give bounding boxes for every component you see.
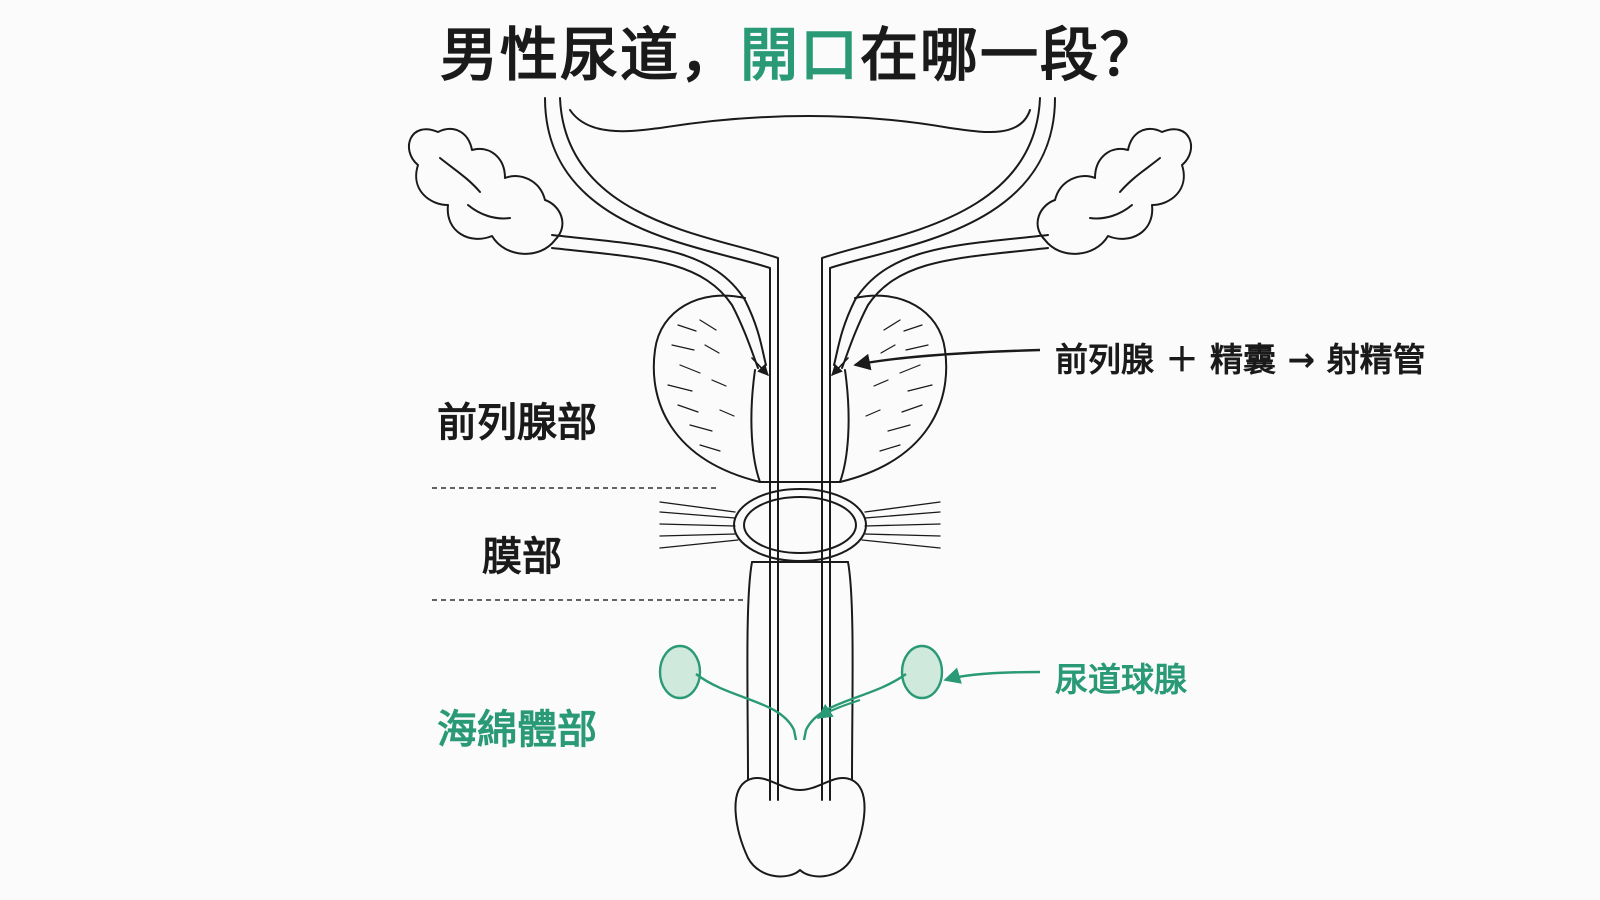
bulbourethral-gland-right bbox=[902, 646, 942, 698]
arrow-bulbourethral bbox=[945, 672, 1040, 680]
seminal-vesicle-right bbox=[1038, 129, 1191, 254]
label-ejaculatory-duct: 前列腺 ＋ 精囊 → 射精管 bbox=[1055, 333, 1426, 381]
label-prostatic-urethra: 前列腺部 bbox=[437, 390, 597, 448]
penile-shaft bbox=[735, 562, 864, 876]
label-spongy-urethra: 海綿體部 bbox=[437, 697, 597, 755]
vas-deferens bbox=[552, 235, 1048, 368]
bulbourethral-glands bbox=[660, 646, 942, 740]
glans bbox=[735, 778, 864, 876]
urogenital-diaphragm bbox=[660, 489, 940, 561]
bladder bbox=[545, 98, 1055, 800]
prostate bbox=[654, 296, 946, 482]
ejaculatory-ducts bbox=[752, 358, 848, 375]
seminal-vesicle-left bbox=[409, 129, 562, 254]
bulbourethral-gland-left bbox=[660, 646, 700, 698]
label-bulbourethral-gland: 尿道球腺 bbox=[1055, 653, 1187, 701]
arrow-bulbourethral-duct bbox=[818, 700, 860, 718]
label-membranous-urethra: 膜部 bbox=[482, 524, 562, 582]
